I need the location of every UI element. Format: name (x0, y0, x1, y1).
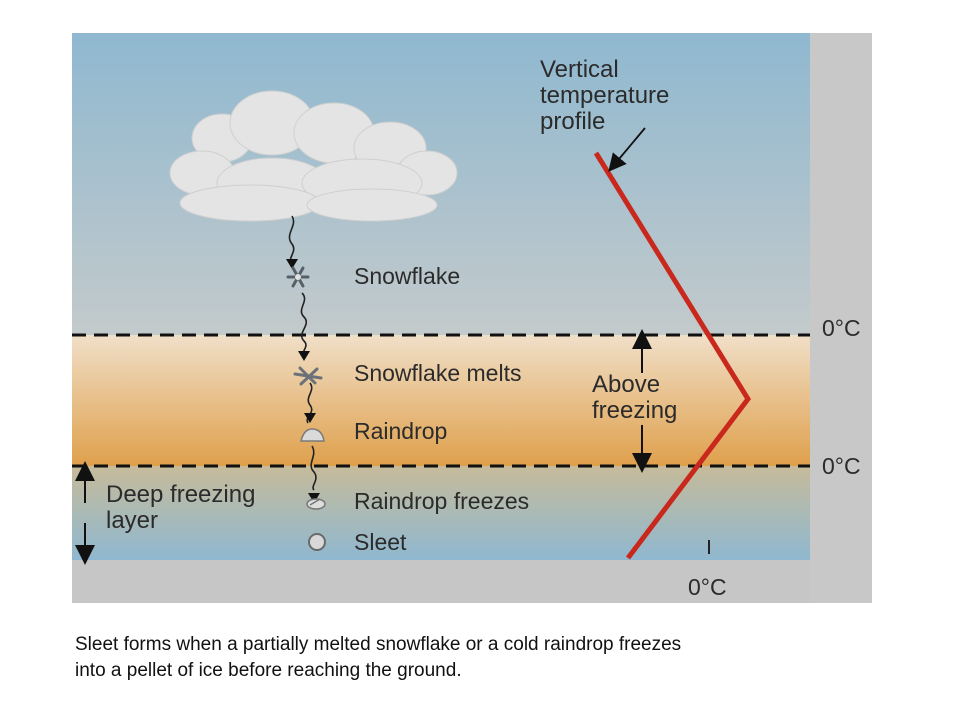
caption-line-1: Sleet forms when a partially melted snow… (75, 632, 895, 658)
profile-label-line1: Vertical (540, 56, 619, 83)
caption-line-2: into a pellet of ice before reaching the… (75, 658, 895, 684)
deep-freezing-label-line2: layer (106, 507, 158, 534)
deep-freezing-label-line1: Deep freezing (106, 481, 255, 508)
freezing-raindrop-icon (307, 499, 325, 509)
label-snowflake: Snowflake (354, 263, 460, 289)
profile-label-line2: temperature (540, 82, 669, 109)
label-raindrop: Raindrop (354, 418, 447, 444)
caption: Sleet forms when a partially melted snow… (75, 632, 895, 684)
sleet-diagram: Snowflake Snowflake melts Raindrop Raind… (72, 33, 872, 603)
isotherm-label-ground: 0°C (688, 574, 727, 600)
label-snowflake-melts: Snowflake melts (354, 360, 521, 386)
isotherm-label-lower: 0°C (822, 453, 861, 479)
above-freezing-label-line1: Above (592, 371, 660, 398)
profile-label-line3: profile (540, 108, 605, 135)
above-freezing-label-line2: freezing (592, 397, 677, 424)
label-sleet: Sleet (354, 529, 407, 555)
above-freezing-band (72, 335, 810, 466)
isotherm-label-upper: 0°C (822, 315, 861, 341)
sleet-pellet-icon (309, 534, 325, 550)
sleet-diagram-svg: Snowflake Snowflake melts Raindrop Raind… (72, 33, 872, 603)
label-raindrop-freezes: Raindrop freezes (354, 488, 529, 514)
